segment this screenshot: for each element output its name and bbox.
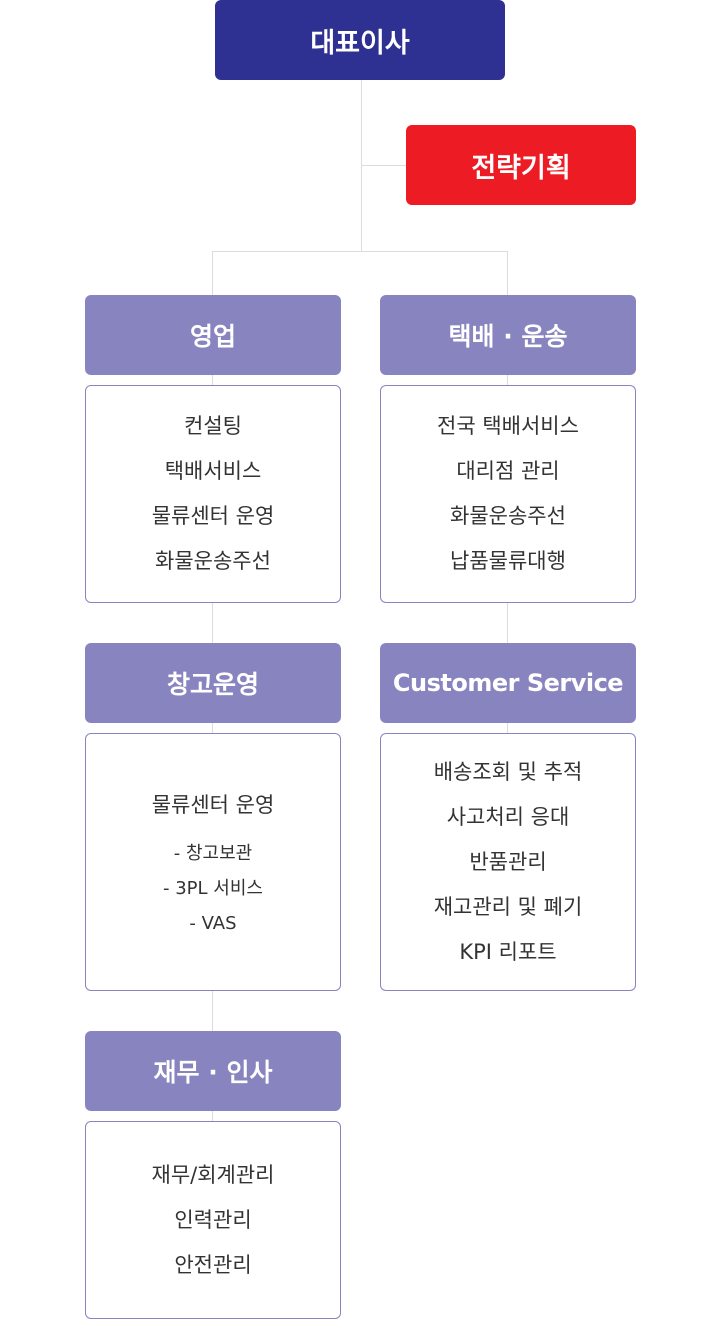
dept-warehouse-list: 물류센터 운영 - 창고보관 - 3PL 서비스 - VAS xyxy=(152,783,275,941)
ceo-box: 대표이사 xyxy=(215,0,505,80)
dept-cs-list: 배송조회 및 추적 사고처리 응대 반품관리 재고관리 및 폐기 KPI 리포트 xyxy=(434,750,583,975)
dept-sales-duties: 컨설팅 택배서비스 물류센터 운영 화물운송주선 xyxy=(85,385,341,603)
list-item: 화물운송주선 xyxy=(450,504,566,528)
dept-finance-list: 재무/회계관리 인력관리 안전관리 xyxy=(152,1153,275,1288)
list-item: 납품물류대행 xyxy=(450,549,566,573)
list-item: 물류센터 운영 xyxy=(151,504,275,528)
strategy-label: 전략기획 xyxy=(471,152,571,184)
list-item: 배송조회 및 추적 xyxy=(433,759,583,784)
list-item: 반품관리 xyxy=(469,849,547,874)
list-gap xyxy=(152,828,275,836)
dept-parcel-list: 전국 택배서비스 대리점 관리 화물운송주선 납품물류대행 xyxy=(437,404,579,584)
ceo-label: 대표이사 xyxy=(310,27,410,59)
list-item: 안전관리 xyxy=(174,1252,252,1277)
dept-cs-title: Customer Service xyxy=(392,669,624,697)
dept-finance-duties: 재무/회계관리 인력관리 안전관리 xyxy=(85,1121,341,1319)
list-item: 재무/회계관리 xyxy=(151,1162,275,1187)
dept-cs-header: Customer Service xyxy=(380,643,636,723)
dept-parcel-duties: 전국 택배서비스 대리점 관리 화물운송주선 납품물류대행 xyxy=(380,385,636,603)
list-item: 대리점 관리 xyxy=(456,459,560,483)
dept-sales-title: 영업 xyxy=(189,322,236,351)
dept-sales-header: 영업 xyxy=(85,295,341,375)
connector-ceo-vertical xyxy=(361,80,362,252)
dept-warehouse-duties: 물류센터 운영 - 창고보관 - 3PL 서비스 - VAS xyxy=(85,733,341,991)
list-subitem: - 창고보관 xyxy=(173,843,253,864)
list-item: 물류센터 운영 xyxy=(151,793,275,817)
dept-warehouse-title: 창고운영 xyxy=(166,670,259,699)
dept-cs-duties: 배송조회 및 추적 사고처리 응대 반품관리 재고관리 및 폐기 KPI 리포트 xyxy=(380,733,636,991)
list-item: 재고관리 및 폐기 xyxy=(433,894,583,919)
dept-finance-title: 재무 · 인사 xyxy=(153,1058,273,1087)
dept-parcel-title: 택배 · 운송 xyxy=(448,322,568,351)
list-item: 화물운송주선 xyxy=(155,549,271,573)
list-item: 인력관리 xyxy=(174,1207,252,1232)
list-item: 컨설팅 xyxy=(184,414,242,438)
list-item: 전국 택배서비스 xyxy=(437,414,579,438)
strategy-box: 전략기획 xyxy=(406,125,636,205)
dept-finance-header: 재무 · 인사 xyxy=(85,1031,341,1111)
list-subitem: - VAS xyxy=(189,913,237,934)
dept-parcel-header: 택배 · 운송 xyxy=(380,295,636,375)
connector-horizontal-branch xyxy=(212,251,508,252)
list-item: 택배서비스 xyxy=(164,459,262,483)
list-item: 사고처리 응대 xyxy=(446,804,570,829)
list-item: KPI 리포트 xyxy=(459,939,557,964)
connector-strategy xyxy=(361,165,406,166)
list-subitem: - 3PL 서비스 xyxy=(163,878,263,899)
dept-warehouse-header: 창고운영 xyxy=(85,643,341,723)
dept-sales-list: 컨설팅 택배서비스 물류센터 운영 화물운송주선 xyxy=(152,404,275,584)
